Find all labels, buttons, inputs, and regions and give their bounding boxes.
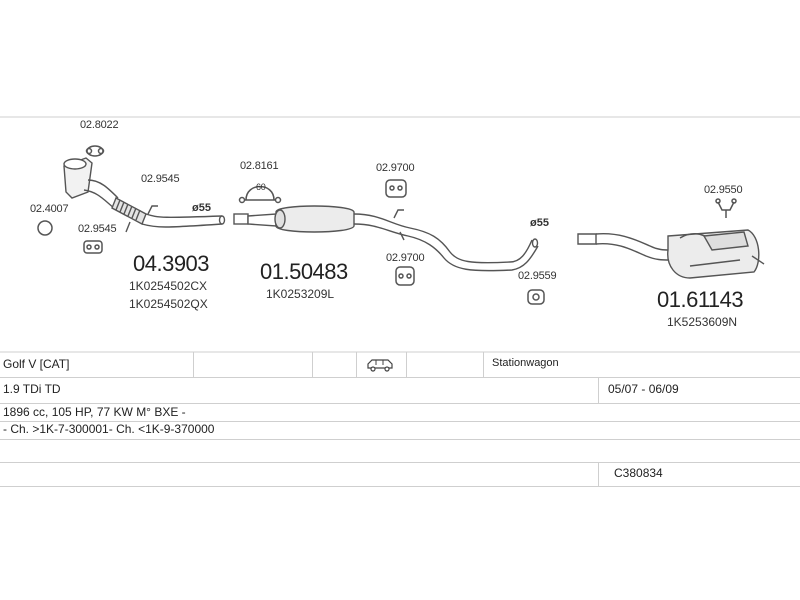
part-label-02-9550: 02.9550: [704, 184, 743, 196]
part-label-02-9545-b: 02.9545: [78, 223, 117, 235]
hanger-9700-top-part: [385, 179, 407, 198]
engine-type: 1.9 TDi TD: [3, 382, 61, 396]
production-years: 05/07 - 06/09: [608, 382, 679, 396]
table-row-engine: 1.9 TDi TD 05/07 - 06/09: [0, 377, 800, 404]
table-row-spec: 1896 cc, 105 HP, 77 KW M° BXE -: [0, 403, 800, 422]
front-pipe-part: [63, 157, 226, 233]
front-pipe-oem-1: 1K0254502CX: [129, 279, 208, 293]
front-pipe-oem-2: 1K0254502QX: [129, 297, 208, 311]
body-type: Stationwagon: [492, 357, 559, 369]
catalog-code: C380834: [614, 466, 663, 480]
clamp-size-badge: 60: [256, 182, 266, 192]
part-label-02-9700-b: 02.9700: [386, 252, 425, 264]
engine-spec: 1896 cc, 105 HP, 77 KW M° BXE -: [3, 405, 186, 419]
front-pipe-number: 04.3903: [133, 251, 210, 276]
hanger-part: [83, 240, 103, 254]
cell-divider: [483, 352, 484, 377]
cell-divider: [356, 352, 357, 377]
pipe-diameter-label-b: ø55: [530, 217, 549, 229]
chassis-range: - Ch. >1K-7-300001- Ch. <1K-9-370000: [3, 422, 215, 436]
part-label-02-9700-a: 02.9700: [376, 162, 415, 174]
vehicle-model: Golf V [CAT]: [3, 357, 70, 371]
table-row-catalog: C380834: [0, 462, 800, 487]
cell-divider: [598, 377, 599, 403]
part-label-02-9545-a: 02.9545: [141, 173, 180, 185]
table-row-model: Golf V [CAT] Stationwagon: [0, 352, 800, 378]
clamp-60-part: [238, 185, 282, 204]
rear-silencer-number: 01.61143: [657, 287, 744, 312]
cell-divider: [406, 352, 407, 377]
rear-silencer-part: [577, 229, 765, 279]
cell-divider: [193, 352, 194, 377]
middle-silencer-part: [233, 205, 539, 272]
rear-silencer-oem-1: 1K5253609N: [667, 315, 738, 329]
part-label-02-4007: 02.4007: [30, 203, 69, 215]
pipe-diameter-label-a: ø55: [192, 202, 211, 214]
hanger-9550-part: [715, 198, 737, 218]
middle-silencer-number: 01.50483: [260, 259, 348, 284]
middle-silencer-oem-1: 1K0253209L: [266, 287, 335, 301]
ring-gasket-part: [37, 220, 53, 236]
table-row-empty: [0, 439, 800, 463]
cell-divider: [598, 462, 599, 486]
clamp-part: [85, 145, 105, 157]
table-row-chassis: - Ch. >1K-7-300001- Ch. <1K-9-370000: [0, 421, 800, 440]
exhaust-system-diagram: 02.8022 02.4007 02.9545 02.9545 02.8161 …: [0, 116, 800, 353]
hanger-9700-bottom-part: [395, 266, 415, 286]
part-label-02-8022: 02.8022: [80, 119, 119, 131]
exhaust-drawing: [0, 116, 800, 353]
hanger-9559-part: [527, 289, 545, 305]
car-icon: [366, 358, 394, 375]
cell-divider: [312, 352, 313, 377]
part-label-02-8161: 02.8161: [240, 160, 279, 172]
part-label-02-9559: 02.9559: [518, 270, 557, 282]
